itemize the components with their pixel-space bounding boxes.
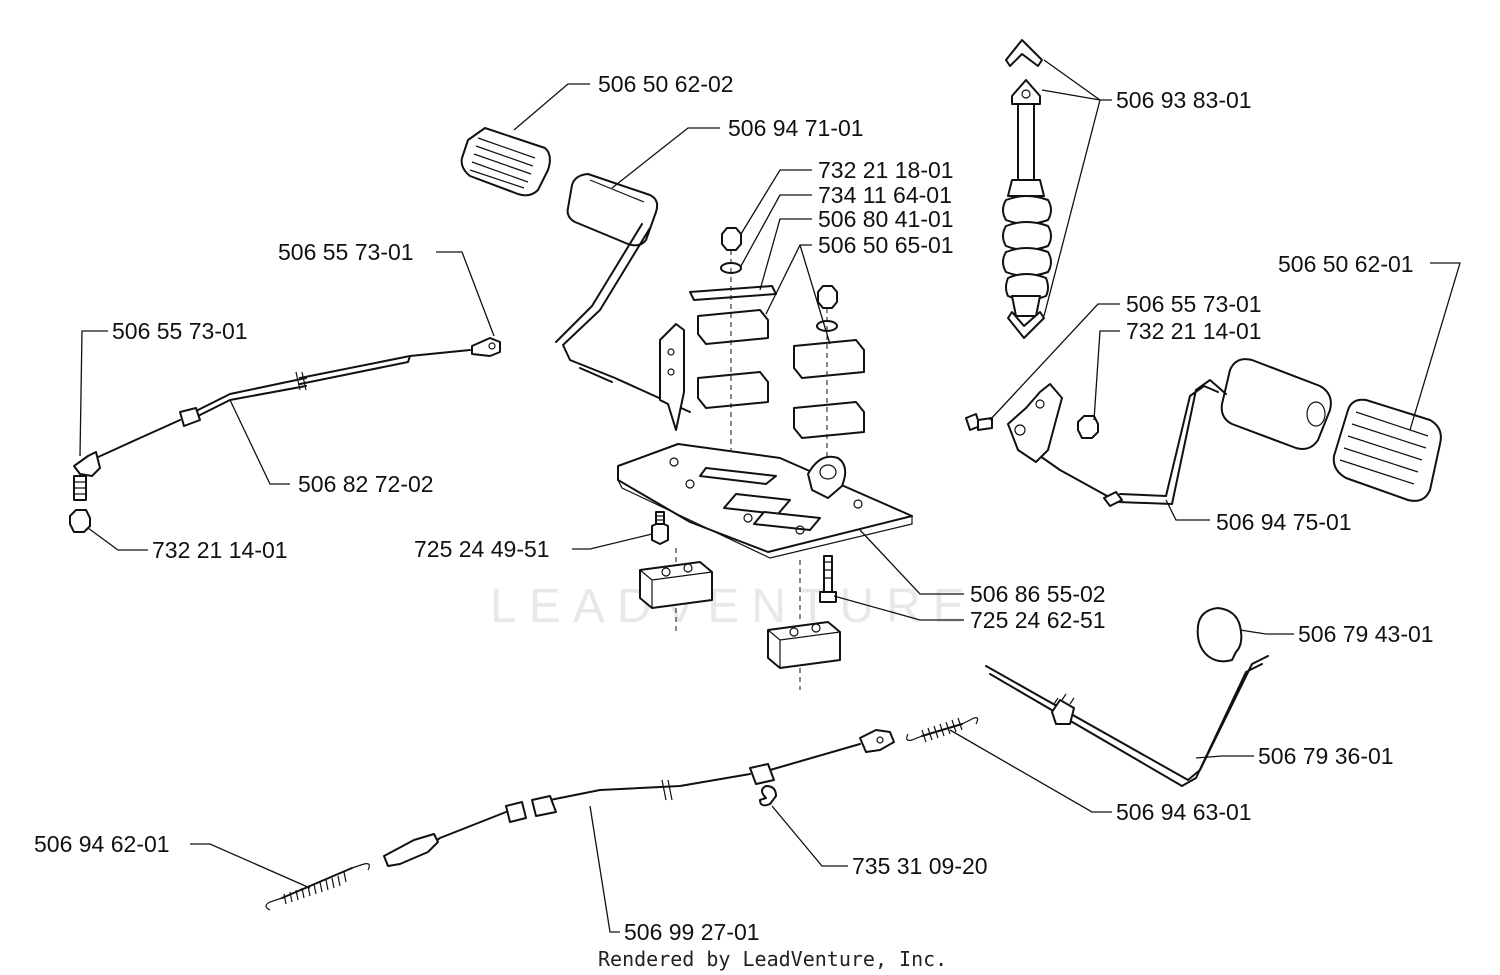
label-725-24-62-51: 725 24 62-51 [970,607,1106,633]
label-506-94-62-01: 506 94 62-01 [34,831,170,857]
bolt-small [651,511,669,545]
bolt-long [819,555,837,603]
spring-bottom-left [265,863,370,911]
cable-left [73,337,501,501]
bolt-right [965,413,993,431]
label-506-55-73-01-cable-end: 506 55 73-01 [278,239,414,265]
label-506-79-43-01: 506 79 43-01 [1298,621,1434,647]
spring-assembly [1002,39,1052,339]
part-labels: 506 50 62-02 506 94 71-01 732 21 18-01 7… [34,71,1434,945]
label-506-94-75-01: 506 94 75-01 [1216,509,1352,535]
pedal-bracket [659,323,685,431]
footer-credit: Rendered by LeadVenture, Inc. [598,947,947,971]
label-506-79-36-01: 506 79 36-01 [1258,743,1394,769]
e-clip [759,785,777,807]
nut-left [69,509,91,533]
label-506-86-55-02: 506 86 55-02 [970,581,1106,607]
spring-bottom-right [906,717,979,743]
label-732-21-18-01: 732 21 18-01 [818,157,954,183]
label-725-24-49-51: 725 24 49-51 [414,536,550,562]
label-506-82-72-02: 506 82 72-02 [298,471,434,497]
lower-block-right [767,560,841,690]
label-506-94-63-01: 506 94 63-01 [1116,799,1252,825]
knob [1196,607,1243,663]
cam-plate [1007,383,1063,463]
label-506-55-73-01-right: 506 55 73-01 [1126,291,1262,317]
watermark: LEADVENTURE [490,580,977,633]
fastener-stack-right [793,285,865,470]
leader-lines [79,59,1461,933]
label-506-55-73-01-left: 506 55 73-01 [112,318,248,344]
label-506-94-71-01: 506 94 71-01 [728,115,864,141]
label-506-93-83-01: 506 93 83-01 [1116,87,1252,113]
base-plate [617,443,913,559]
pedal-arm-right [1039,358,1332,507]
label-734-11-64-01: 734 11 64-01 [818,182,952,208]
gear-rod [985,655,1269,787]
label-506-50-62-01: 506 50 62-01 [1278,251,1414,277]
label-506-50-62-02: 506 50 62-02 [598,71,734,97]
nut-right [1077,415,1099,439]
fastener-stack-left [689,227,777,450]
pedal-arm-left [555,173,691,413]
lower-block-left [639,548,713,632]
label-506-80-41-01: 506 80 41-01 [818,206,954,232]
label-735-31-09-20: 735 31 09-20 [852,853,988,879]
label-506-50-65-01: 506 50 65-01 [818,232,954,258]
pedal-pad-right [1332,398,1442,502]
pedal-pad-left [460,127,551,197]
label-732-21-14-01-right: 732 21 14-01 [1126,318,1262,344]
cable-bottom [383,729,895,867]
label-732-21-14-01-left: 732 21 14-01 [152,537,288,563]
label-506-99-27-01: 506 99 27-01 [624,919,760,945]
